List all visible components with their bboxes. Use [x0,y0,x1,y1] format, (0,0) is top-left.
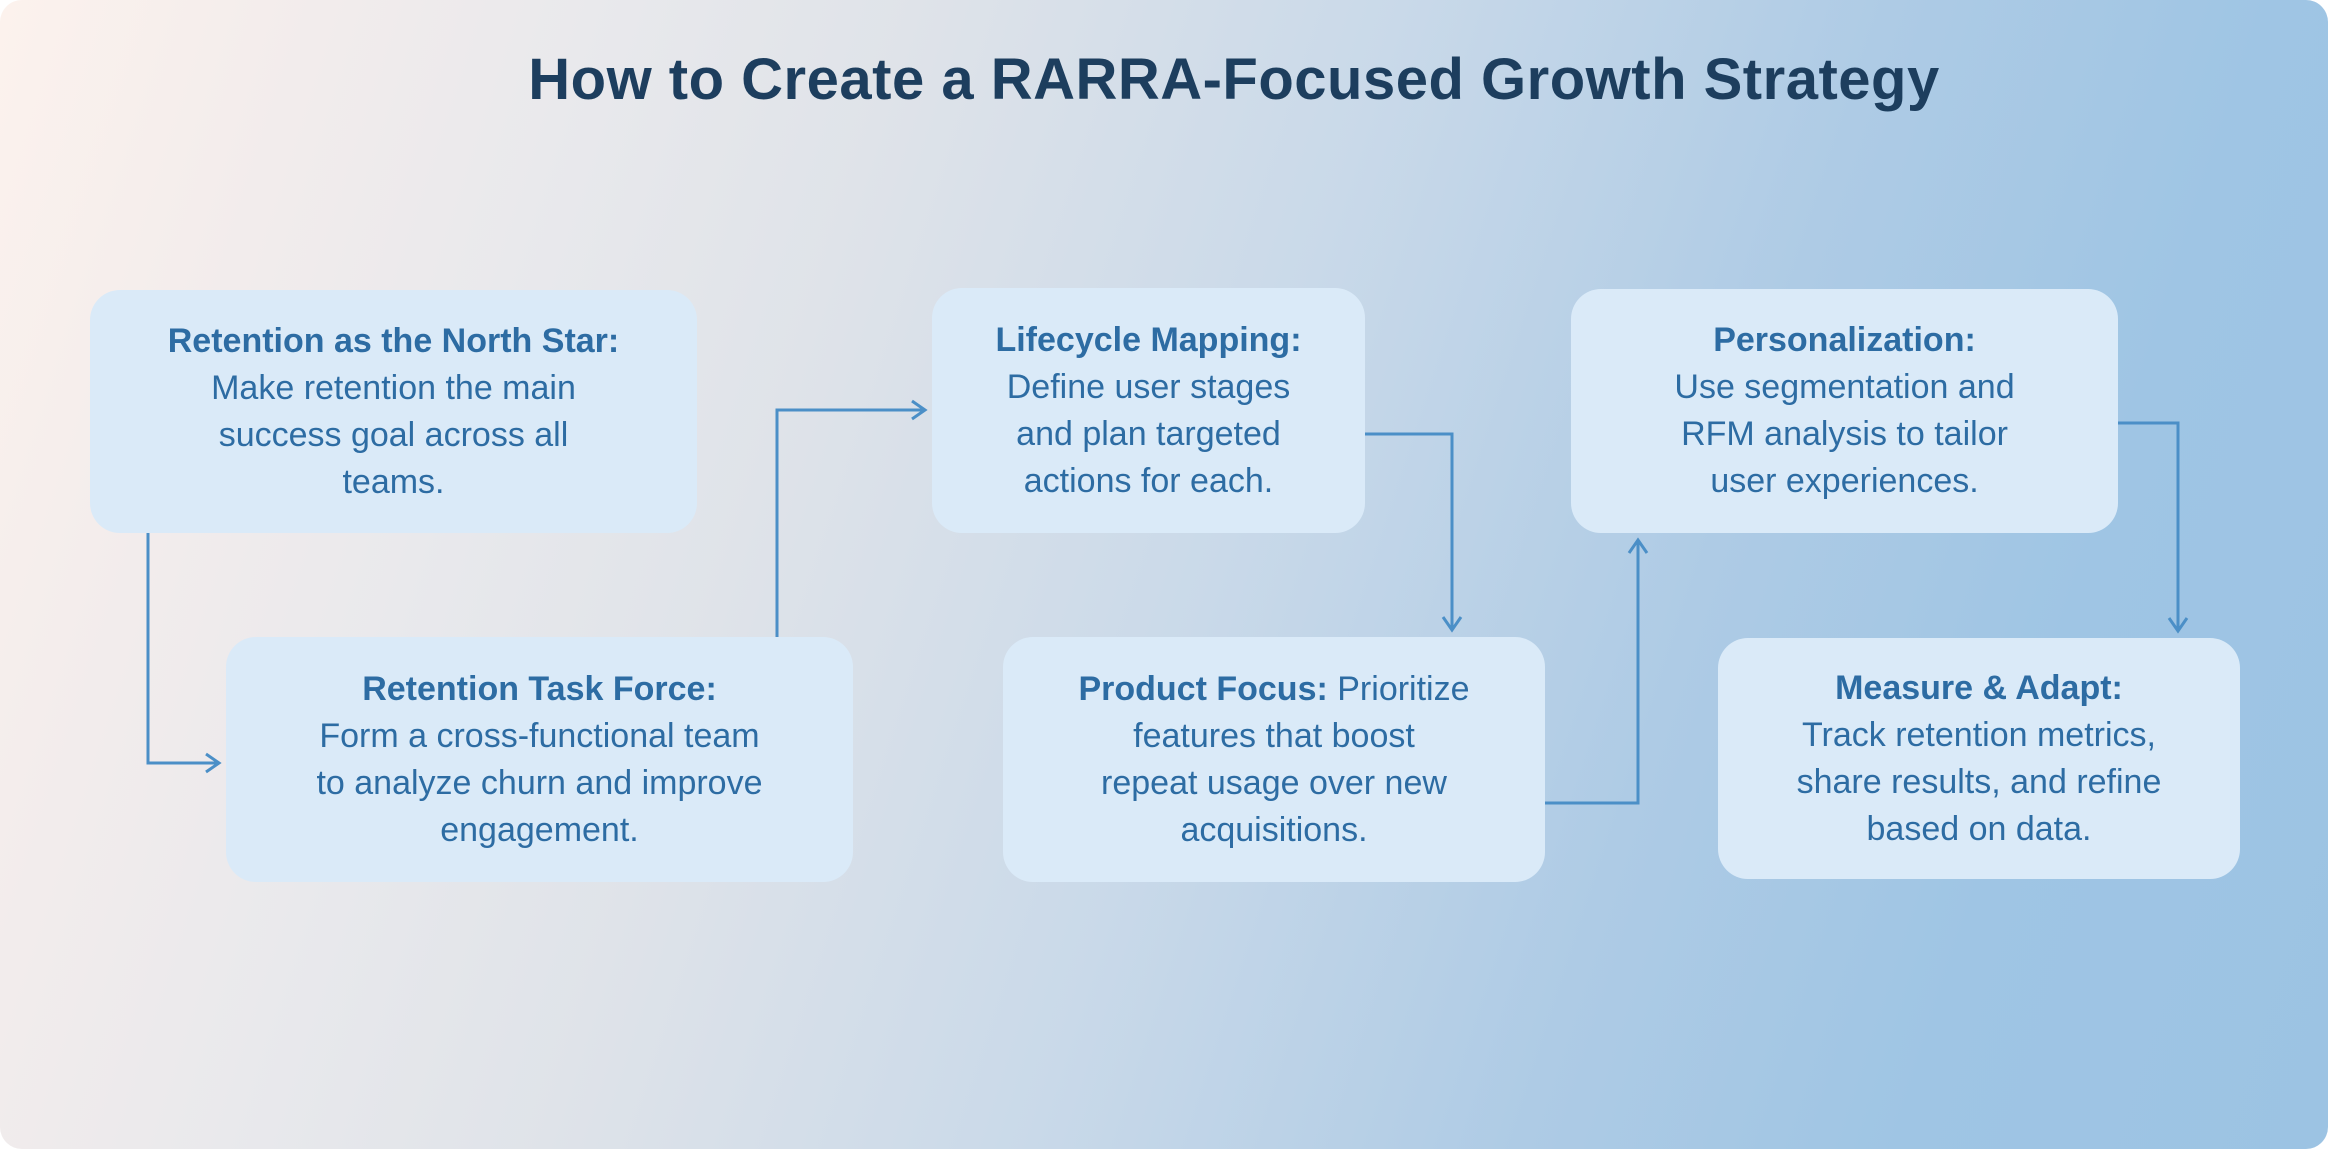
connector-arrow-2 [775,399,928,637]
step-body: Use segmentation and RFM analysis to tai… [1674,368,2015,500]
step-box-product-focus: Product Focus: Prioritize features that … [1003,637,1545,882]
step-body: Prioritize features that boost repeat us… [1101,669,1470,849]
step-body: Track retention metrics, share results, … [1796,715,2162,848]
step-text: Lifecycle Mapping: Define user stages an… [995,317,1301,505]
step-box-retention-north-star: Retention as the North Star: Make retent… [90,290,697,533]
step-text: Personalization: Use segmentation and RF… [1674,317,2014,505]
step-box-retention-task-force: Retention Task Force: Form a cross-funct… [226,637,853,882]
step-text: Retention Task Force: Form a cross-funct… [316,666,762,854]
step-title: Lifecycle Mapping: [995,320,1302,359]
step-title: Retention Task Force: [362,669,717,708]
page-title: How to Create a RARRA-Focused Growth Str… [528,47,1940,112]
step-title: Personalization: [1713,321,1976,359]
step-text: Retention as the North Star: Make retent… [168,318,619,506]
connector-arrow-1 [146,533,222,774]
step-box-measure-adapt: Measure & Adapt: Track retention metrics… [1718,638,2240,879]
step-box-personalization: Personalization: Use segmentation and RF… [1571,289,2118,533]
connector-arrow-3 [1363,432,1463,633]
step-body: Define user stages and plan targeted act… [1006,367,1291,500]
step-title: Retention as the North Star: [167,321,620,360]
step-body: Make retention the main success goal acr… [211,368,576,501]
step-text: Measure & Adapt: Track retention metrics… [1797,665,2162,853]
step-title: Measure & Adapt: [1835,668,2123,707]
connector-arrow-5 [2117,421,2189,634]
step-title: Product Focus: [1078,669,1328,708]
step-body: Form a cross-functional team to analyze … [316,716,763,849]
step-box-lifecycle-mapping: Lifecycle Mapping: Define user stages an… [932,288,1365,533]
connector-arrow-4 [1545,537,1649,805]
step-text: Product Focus: Prioritize features that … [1078,666,1469,854]
